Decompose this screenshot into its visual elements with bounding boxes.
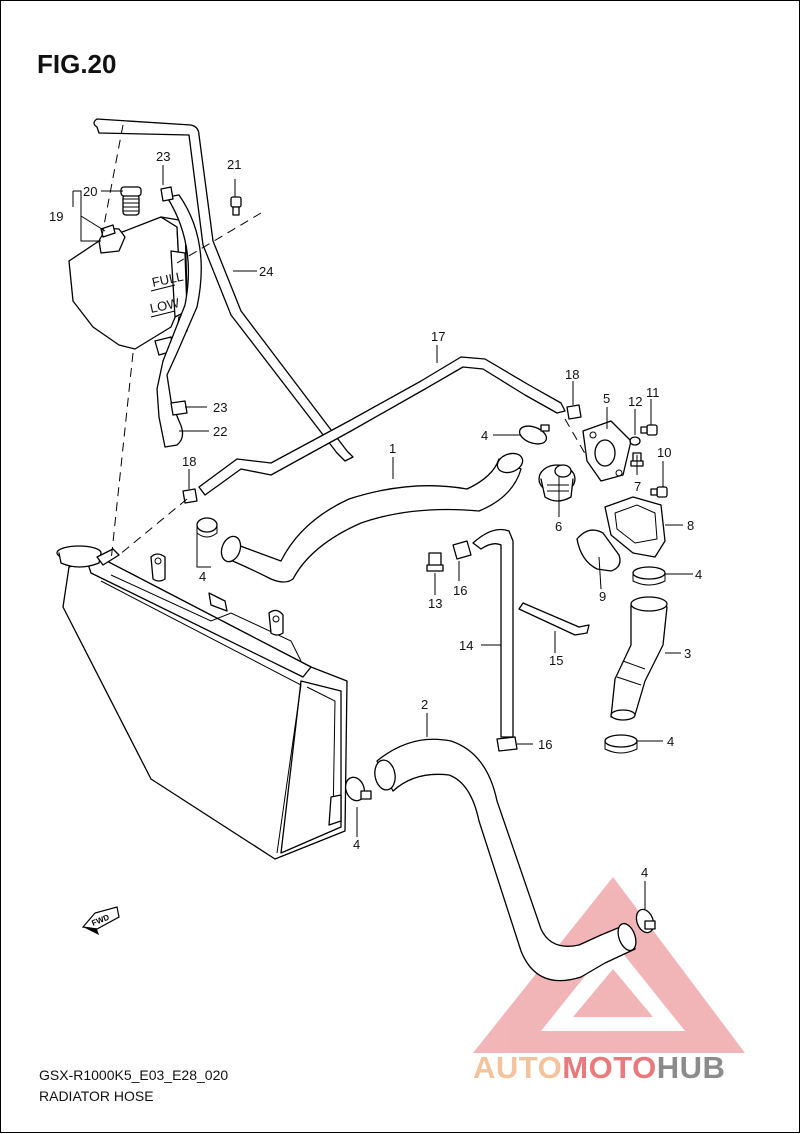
radiator-hose-1 (220, 452, 524, 583)
model-code: GSX-R1000K5_E03_E28_020 (39, 1067, 229, 1083)
radiator (56, 545, 348, 860)
hose-clamp-4-b (196, 517, 218, 538)
o-ring-12 (629, 436, 641, 446)
label-part-16-b: 16 (538, 737, 552, 752)
tank-hose-22 (156, 194, 202, 448)
label-part-3: 3 (684, 646, 691, 661)
thermostat-6 (538, 464, 576, 502)
label-part-5: 5 (603, 391, 610, 406)
watermark-part-3: HUB (656, 1050, 726, 1085)
clamp-15 (518, 602, 590, 636)
bolt-11 (640, 424, 658, 436)
label-part-11: 11 (646, 385, 660, 400)
label-part-4-e: 4 (353, 837, 360, 852)
label-part-23-b: 23 (213, 400, 227, 415)
watermark-part-1: AUTO (473, 1050, 563, 1085)
breather-hose-24 (93, 118, 354, 462)
label-part-18-b: 18 (182, 454, 196, 469)
radiator-hose-3 (610, 596, 668, 721)
hose-clamp-16-top (452, 540, 472, 560)
hose-clamp-16-bottom (496, 736, 518, 752)
label-part-21: 21 (227, 157, 241, 172)
tank-low-mark: LOW (149, 295, 182, 316)
label-part-15: 15 (549, 653, 563, 668)
bypass-hose-17 (198, 356, 566, 496)
label-part-13: 13 (428, 596, 442, 611)
label-part-7: 7 (634, 479, 641, 494)
label-part-22: 22 (213, 424, 227, 439)
label-part-20: 20 (83, 184, 97, 199)
leader-lines (72, 165, 693, 909)
label-part-4-f: 4 (641, 865, 648, 880)
label-part-2: 2 (421, 697, 428, 712)
label-part-14: 14 (459, 638, 473, 653)
hose-clamp-4-c (632, 566, 666, 586)
label-part-24: 24 (259, 264, 273, 279)
label-part-4-a: 4 (481, 428, 488, 443)
ref-line-a (100, 124, 124, 242)
reservoir-tank: FULL LOW (68, 216, 190, 356)
label-part-18-a: 18 (565, 367, 579, 382)
label-part-6: 6 (555, 519, 562, 534)
hose-clamp-4-d (604, 734, 638, 754)
label-part-12: 12 (628, 394, 642, 409)
hose-clamp-23-bottom (170, 400, 188, 416)
bolt-10 (650, 486, 668, 498)
watermark-text: AUTOMOTOHUB (473, 1050, 725, 1086)
label-part-19: 19 (49, 209, 63, 224)
o-ring-9 (576, 529, 621, 572)
union-13 (426, 552, 444, 572)
tank-full-mark: FULL (151, 269, 185, 290)
label-part-9: 9 (599, 589, 606, 604)
label-part-23-a: 23 (156, 149, 170, 164)
radiator-hose-2 (374, 738, 637, 982)
hose-clamp-4-f (635, 908, 656, 934)
hose-14 (472, 528, 514, 738)
hose-clamp-18-right (566, 404, 582, 420)
ref-line-d (118, 498, 188, 556)
thermostat-case-5 (582, 420, 632, 482)
label-part-1: 1 (389, 441, 396, 456)
label-part-4-c: 4 (695, 567, 702, 582)
forward-direction-arrow: FWD (81, 906, 120, 935)
watermark-part-2: MOTO (562, 1050, 657, 1085)
label-part-10: 10 (657, 445, 671, 460)
label-part-4-b: 4 (199, 569, 206, 584)
ref-line-e (564, 418, 588, 458)
ref-line-c (176, 212, 262, 264)
label-part-8: 8 (687, 518, 694, 533)
hose-clamp-4-a (518, 424, 550, 445)
label-part-16-a: 16 (453, 583, 467, 598)
thermostat-cover-8 (604, 496, 666, 558)
label-part-4-d: 4 (667, 734, 674, 749)
watermark-logo (473, 877, 745, 1053)
figure-title: FIG.20 (37, 49, 117, 79)
hose-clamp-4-e (344, 776, 372, 802)
label-part-17: 17 (431, 329, 445, 344)
hose-clamp-23-top (160, 186, 174, 202)
screw-21 (230, 196, 242, 216)
ref-line-b (110, 352, 134, 562)
figure-name: RADIATOR HOSE (39, 1088, 154, 1104)
tank-cap (120, 186, 142, 216)
